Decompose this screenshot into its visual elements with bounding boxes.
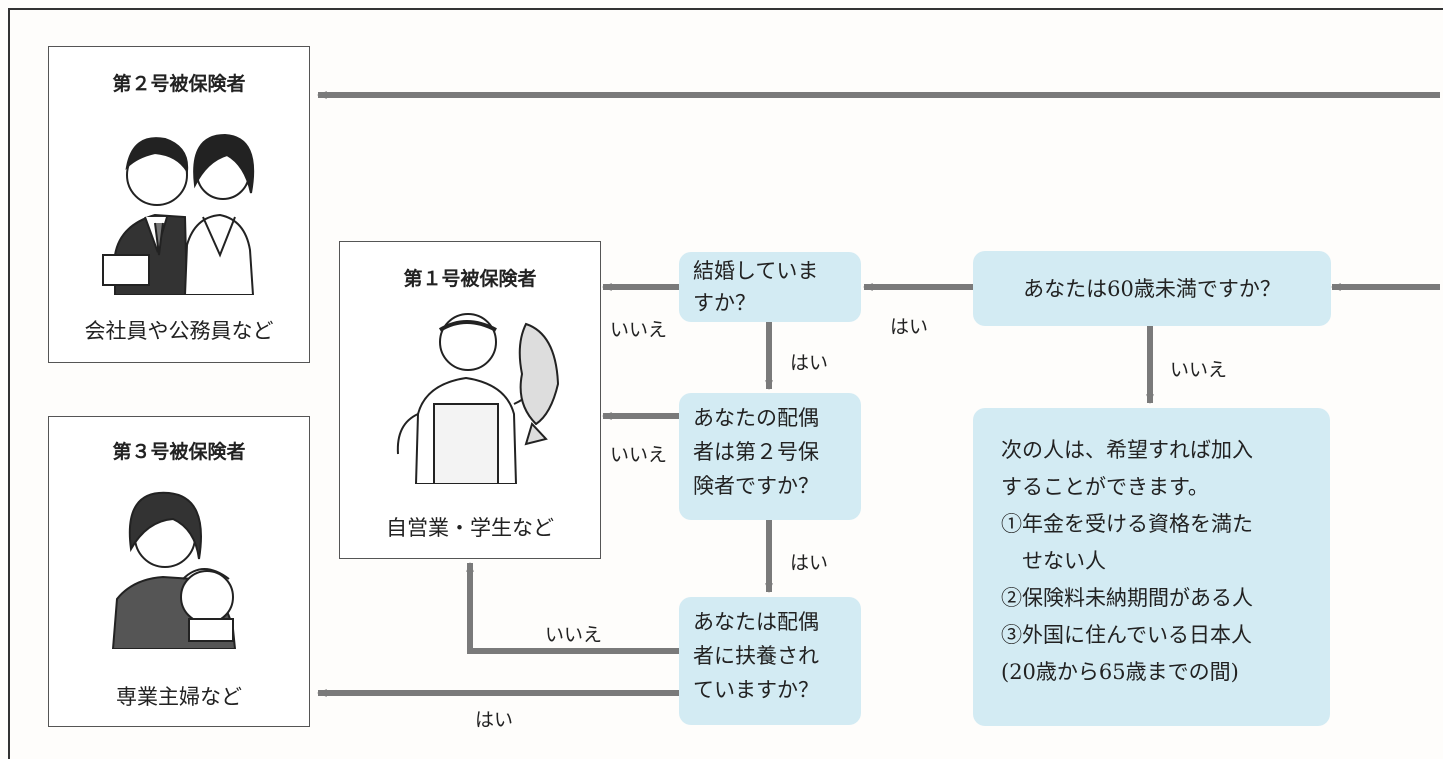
label-married-yes: はい — [790, 352, 829, 374]
question-married-line: 結婚していま — [693, 259, 819, 283]
third-insured-caption: 専業主婦など — [116, 685, 242, 709]
info-line: (20歳から65歳までの間) — [1001, 660, 1239, 684]
info-line: ②保険料未納期間がある人 — [1001, 586, 1253, 610]
third-insured-title: 第３号被保険者 — [112, 441, 246, 463]
label-married-no: いいえ — [610, 319, 668, 341]
question-dependent-line: ていますか？ — [693, 678, 819, 702]
question-spouse-line: あなたの配偶 — [693, 406, 819, 430]
arrow-dependent-to-first — [466, 562, 679, 654]
first-insured-title: 第１号被保険者 — [403, 268, 537, 290]
question-spouse-line: 者は第２号保 — [693, 440, 819, 464]
question-spouse-line: 険者ですか？ — [693, 474, 819, 498]
label-spouse-yes: はい — [790, 552, 829, 574]
info-line: ①年金を受ける資格を満た — [1001, 512, 1253, 536]
office-workers-illustration — [102, 133, 255, 295]
question-dependent-line: 者に扶養され — [693, 644, 819, 668]
label-age-no: いいえ — [1170, 359, 1228, 381]
first-insured-caption: 自営業・学生など — [386, 516, 554, 540]
third-insured-box: 第３号被保険者 専業主婦など — [48, 416, 310, 727]
label-spouse-no: いいえ — [610, 444, 668, 466]
question-spouse: あなたの配偶 者は第２号保 険者ですか？ — [679, 393, 861, 520]
question-dependent-line: あなたは配偶 — [693, 610, 819, 634]
first-insured-box: 第１号被保険者 自営業・学生など — [339, 241, 601, 559]
label-dependent-yes: はい — [475, 709, 514, 731]
question-dependent: あなたは配偶 者に扶養され ていますか？ — [679, 597, 861, 725]
second-insured-title: 第２号被保険者 — [112, 73, 246, 95]
second-insured-caption: 会社員や公務員など — [84, 319, 274, 343]
label-dependent-no: いいえ — [545, 624, 603, 646]
label-age-yes: はい — [890, 316, 929, 338]
question-married-line: すか？ — [693, 291, 756, 315]
info-line: 次の人は、希望すれば加入 — [1001, 438, 1253, 462]
second-insured-box: 第２号被保険者 会社員や公務員など — [48, 46, 310, 363]
info-line: せない人 — [1001, 549, 1106, 573]
mother-and-baby-illustration — [111, 491, 237, 649]
question-age-text: あなたは60歳未満ですか？ — [1023, 276, 1281, 301]
question-married: 結婚していま すか？ — [679, 252, 861, 322]
question-age: あなたは60歳未満ですか？ — [973, 251, 1331, 326]
fishmonger-illustration — [396, 313, 560, 484]
diagram-frame — [8, 8, 1443, 759]
info-line: ③外国に住んでいる日本人 — [1001, 623, 1252, 647]
info-line: することができます。 — [1001, 475, 1209, 499]
voluntary-enrollment-info: 次の人は、希望すれば加入 することができます。 ①年金を受ける資格を満た せない… — [973, 408, 1330, 726]
